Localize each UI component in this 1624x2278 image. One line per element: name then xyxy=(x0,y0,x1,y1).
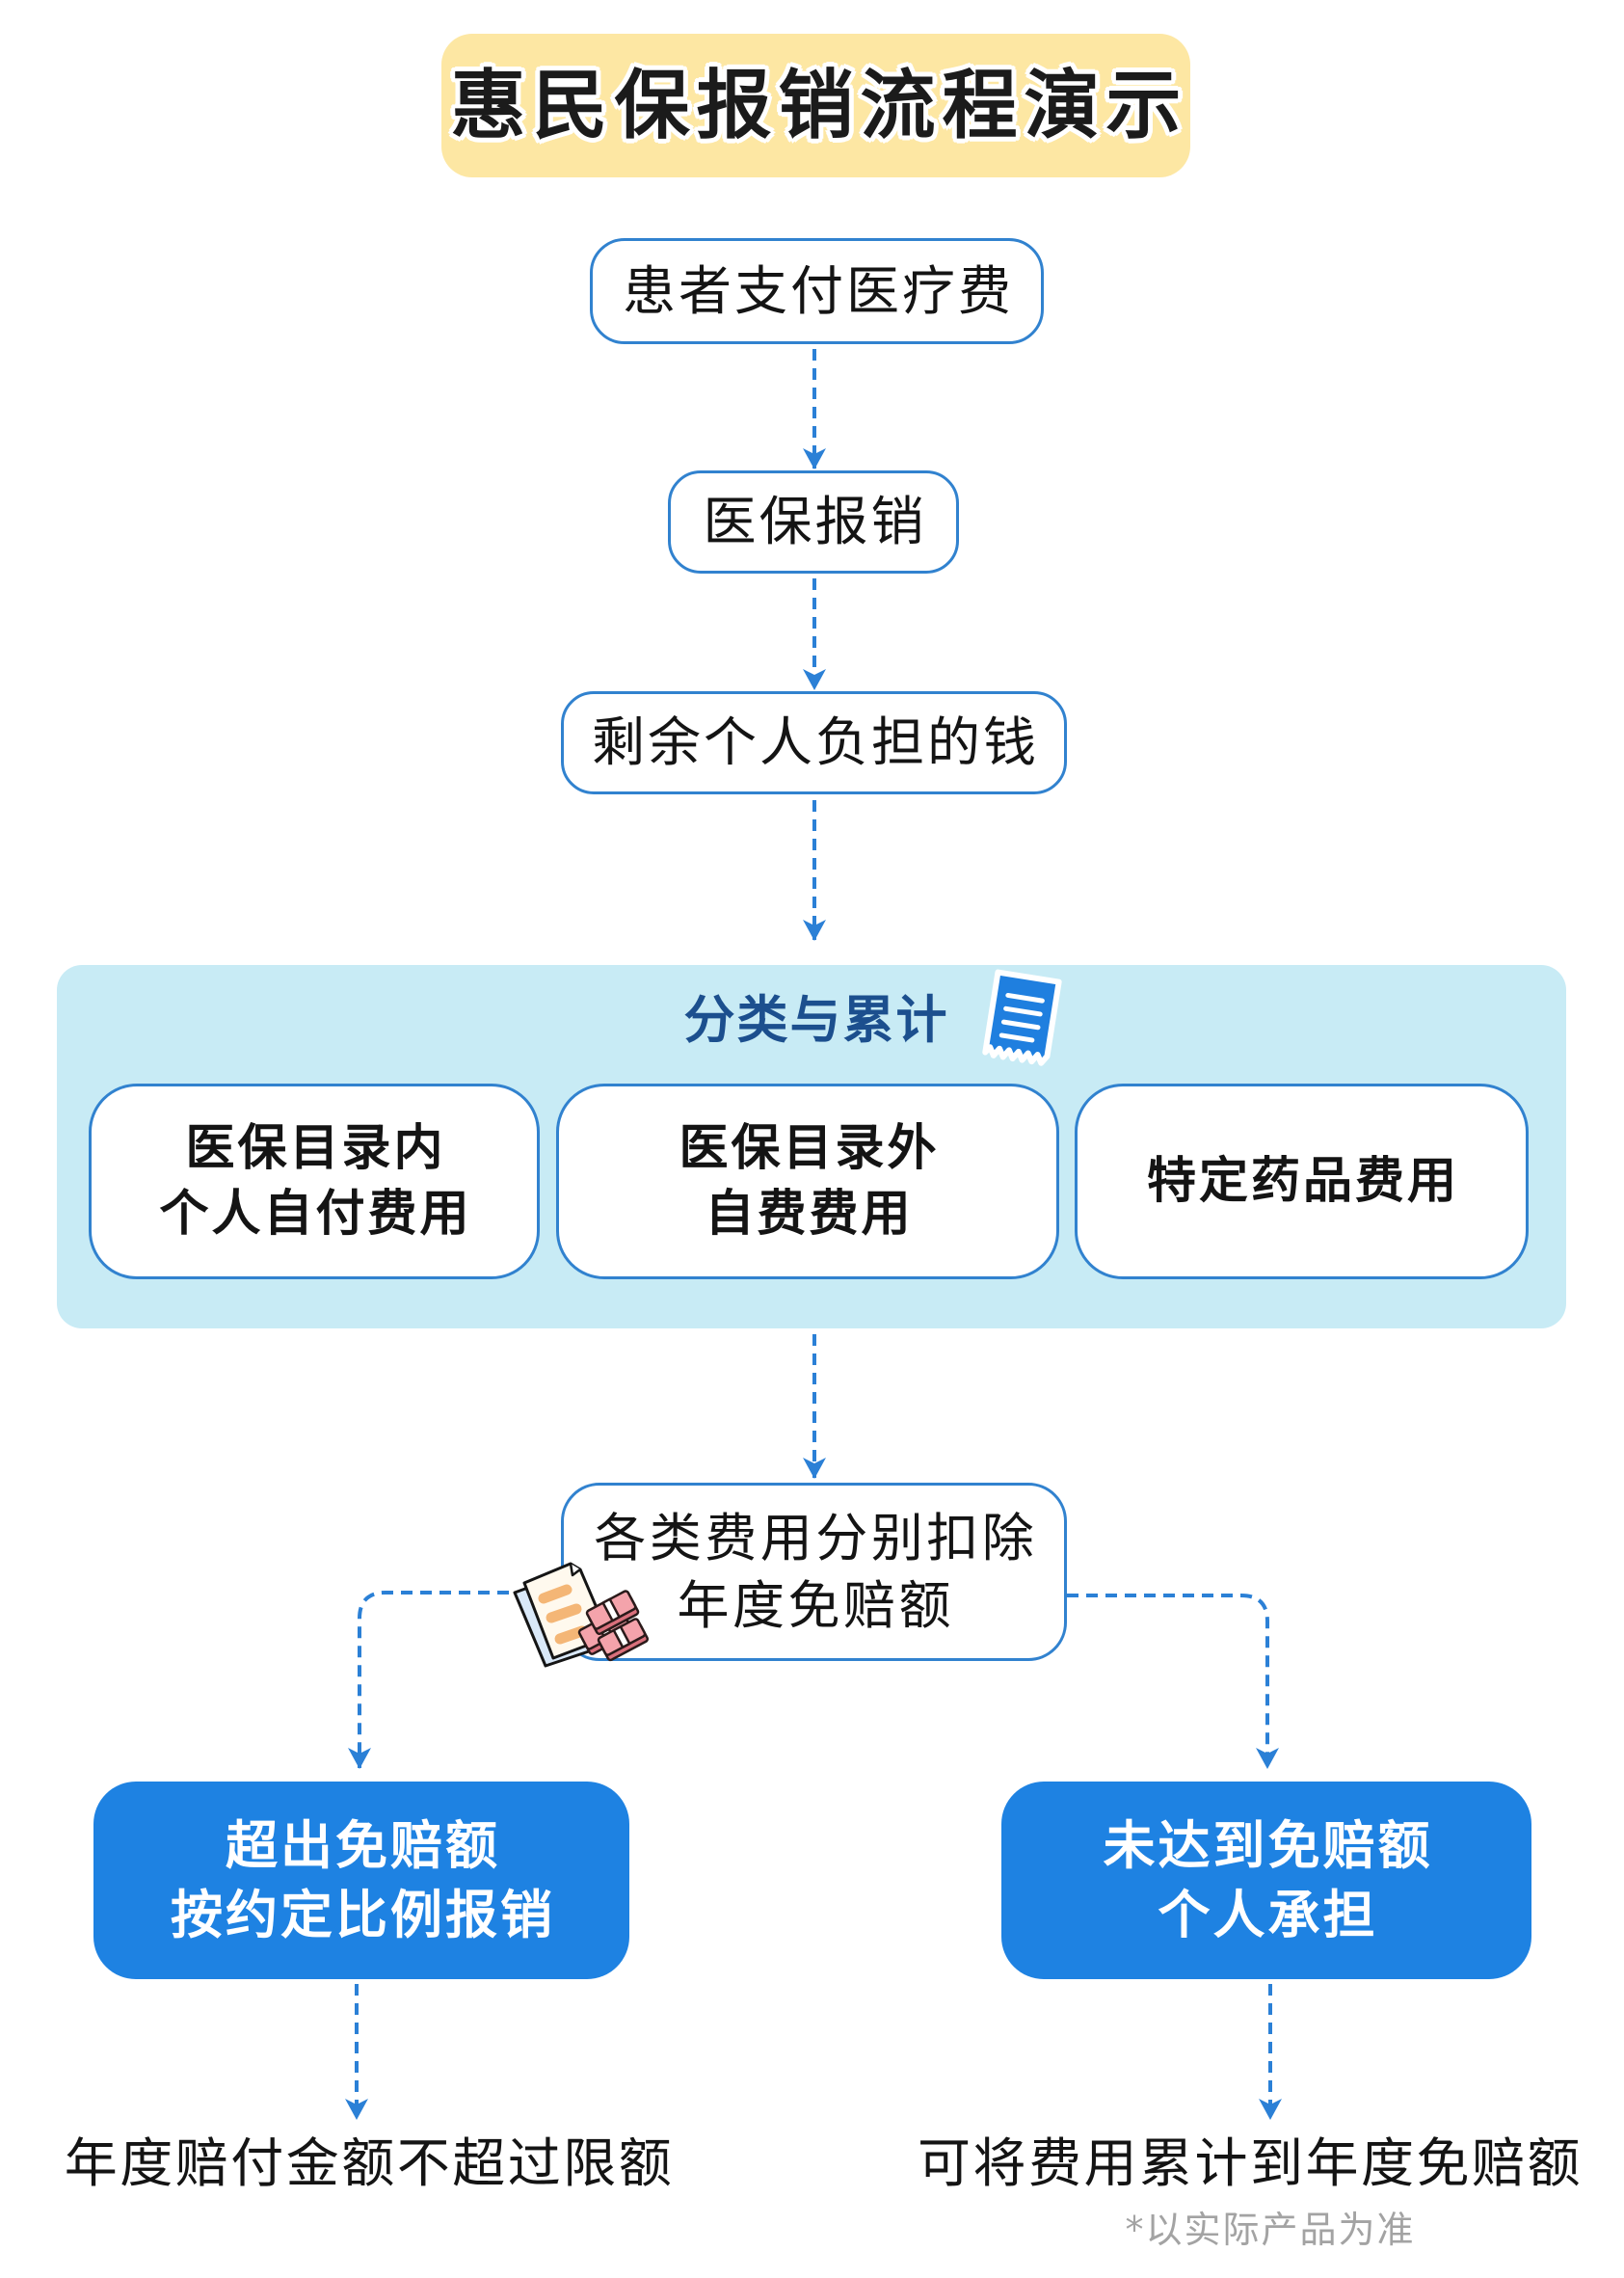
step-label: 剩余个人负担的钱 xyxy=(591,711,1039,773)
outcome-line: 未达到免赔额 xyxy=(1103,1814,1433,1876)
step-medical-insurance-reimbursement: 医保报销 xyxy=(668,470,959,574)
documents-money-icon xyxy=(509,1550,652,1670)
deduction-line: 各类费用分别扣除 xyxy=(594,1507,1038,1568)
connector-deduction-to-outcome-right xyxy=(1067,1594,1279,1769)
title-banner: 惠民保报销流程演示 xyxy=(441,34,1190,177)
category-line: 医保目录内 xyxy=(185,1119,446,1177)
outcome-line: 按约定比例报销 xyxy=(171,1884,555,1945)
category-line: 个人自付费用 xyxy=(159,1185,472,1243)
result-text: 年度赔付金额不超过限额 xyxy=(64,2131,675,2194)
step-label: 医保报销 xyxy=(703,491,927,552)
connector-deduction-to-outcome-left xyxy=(348,1591,528,1769)
result-annual-payout-limit: 年度赔付金额不超过限额 xyxy=(37,2127,702,2200)
step-deduct-annual-deductible: 各类费用分别扣除 年度免赔额 xyxy=(561,1483,1067,1661)
result-accumulate-to-deductible: 可将费用累计到年度免赔额 xyxy=(918,2127,1583,2200)
category-line: 医保目录外 xyxy=(679,1119,940,1177)
step-label: 患者支付医疗费 xyxy=(622,259,1014,322)
page-title: 惠民保报销流程演示 xyxy=(450,62,1188,149)
classification-title: 分类与累计 xyxy=(683,990,949,1050)
category-specific-drug-costs: 特定药品费用 xyxy=(1075,1084,1529,1279)
step-remaining-personal-cost: 剩余个人负担的钱 xyxy=(561,691,1067,794)
footnote: *以实际产品为准 xyxy=(1125,2209,1416,2251)
result-text: 可将费用累计到年度免赔额 xyxy=(918,2131,1584,2194)
step-pay-medical-fees: 患者支付医疗费 xyxy=(590,238,1044,344)
category-in-catalog-self-pay: 医保目录内 个人自付费用 xyxy=(89,1084,540,1279)
outcome-exceeds-deductible: 超出免赔额 按约定比例报销 xyxy=(93,1782,629,1979)
deduction-line: 年度免赔额 xyxy=(677,1574,954,1636)
category-line: 特定药品费用 xyxy=(1146,1152,1459,1210)
receipt-icon xyxy=(972,967,1072,1073)
category-out-of-catalog-self-funded: 医保目录外 自费费用 xyxy=(556,1084,1059,1279)
outcome-line: 超出免赔额 xyxy=(226,1814,500,1876)
outcome-below-deductible: 未达到免赔额 个人承担 xyxy=(1001,1782,1531,1979)
outcome-line: 个人承担 xyxy=(1158,1884,1378,1945)
category-line: 自费费用 xyxy=(705,1185,914,1243)
